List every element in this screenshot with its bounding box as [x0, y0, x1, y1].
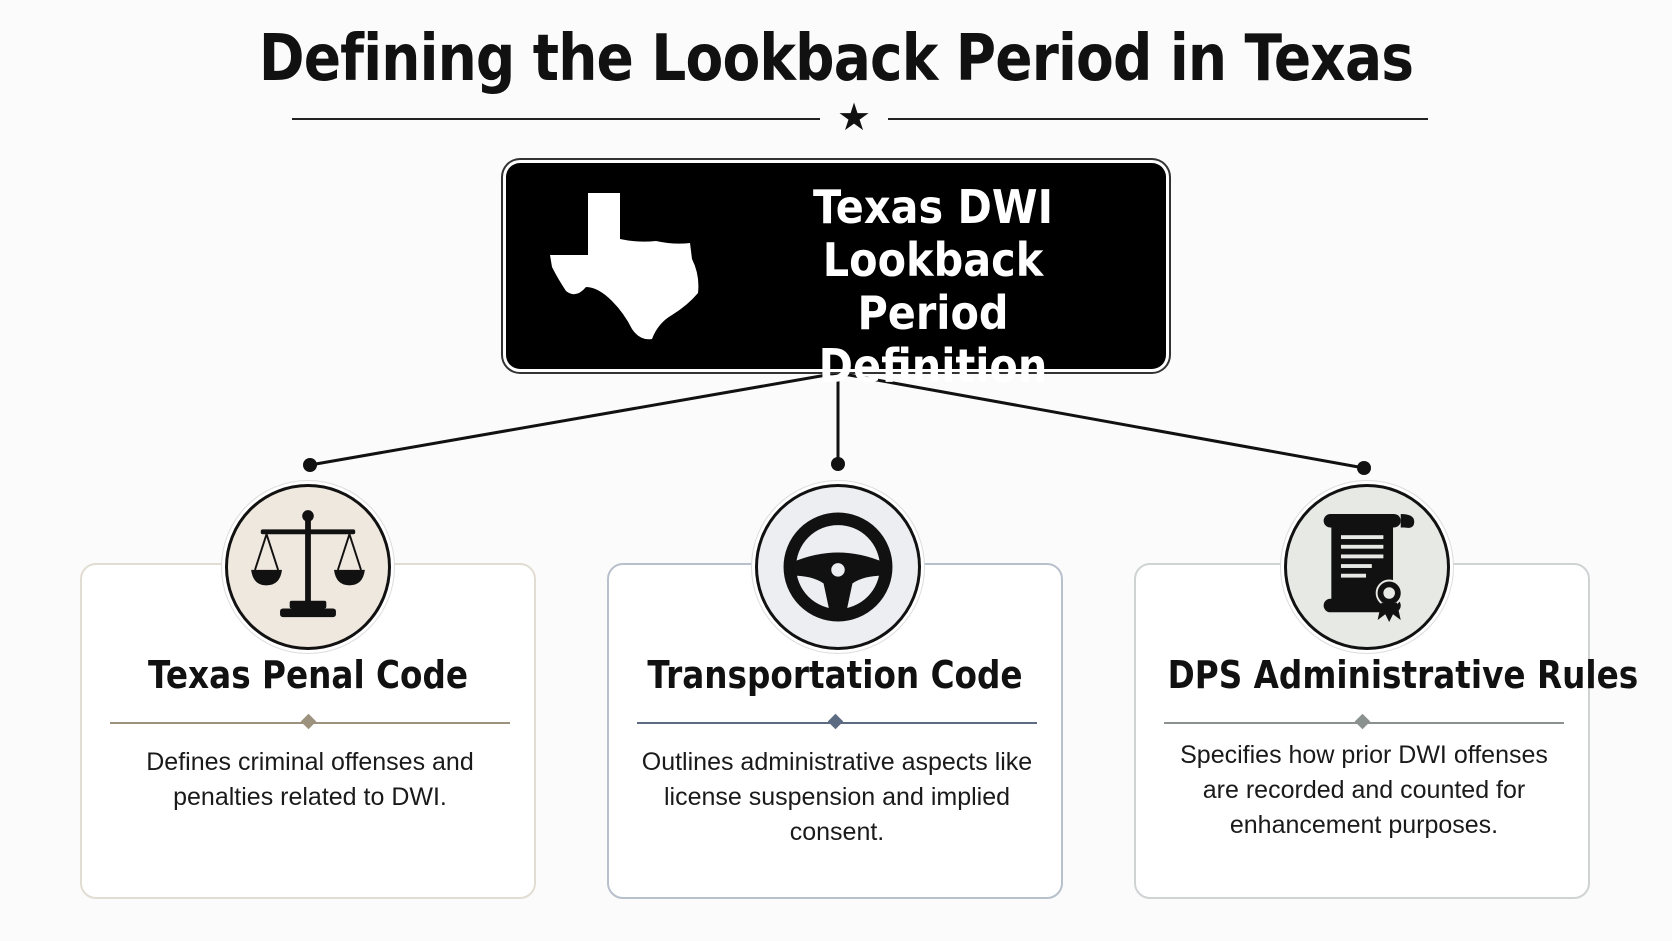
steering-wheel-icon: [783, 512, 893, 622]
card-title: Transportation Code: [647, 653, 1023, 697]
connector-node-center: [831, 457, 845, 471]
source-card-penal-code: Texas Penal Code Defines criminal offens…: [80, 563, 536, 899]
central-title-line: Lookback Period: [822, 233, 1044, 340]
connector-right: [837, 371, 1365, 470]
source-card-dps-rules: DPS Administrative Rules Specifies how p…: [1134, 563, 1639, 899]
texas-map-icon: [550, 193, 699, 340]
connector-left: [309, 371, 839, 467]
page-title: Defining the Lookback Period in Texas: [258, 22, 1414, 96]
title-rule-left: [292, 118, 820, 120]
central-definition-box: Texas DWI Lookback Period Definition: [506, 163, 1166, 393]
connector-node-left: [303, 458, 317, 472]
card-description: Defines criminal offenses and penalties …: [146, 748, 474, 811]
connector-node-right: [1357, 461, 1371, 475]
card-description: Outlines administrative aspects like lic…: [641, 748, 1033, 846]
icon-badge-penal-code: [225, 484, 391, 650]
central-title-line: Definition: [818, 339, 1048, 393]
title-rule-right: [888, 118, 1428, 120]
scales-of-justice-icon: [251, 510, 365, 618]
divider-diamond: [300, 713, 317, 730]
card-title: DPS Administrative Rules: [1167, 653, 1639, 697]
icon-badge-transportation-code: [755, 484, 921, 650]
divider-diamond: [1354, 713, 1371, 730]
central-title-line: Texas DWI: [813, 180, 1053, 234]
scroll-with-seal-icon: [1323, 513, 1415, 622]
card-description: Specifies how prior DWI offenses are rec…: [1180, 741, 1548, 839]
central-title: Texas DWI Lookback Period Definition: [747, 181, 1120, 393]
divider-diamond: [827, 713, 844, 730]
icon-badge-dps-rules: [1284, 484, 1450, 650]
star-icon: ★: [836, 97, 872, 139]
card-title: Texas Penal Code: [147, 653, 469, 697]
